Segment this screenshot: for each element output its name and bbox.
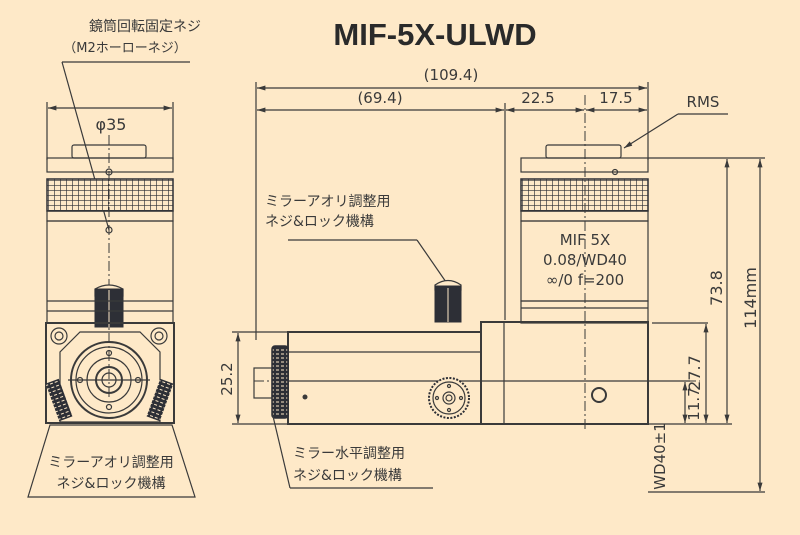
dim-total-height: 114mm [741,267,760,329]
wheel-hole [434,395,440,401]
corner-bolt [150,327,168,345]
pin-hole [302,394,308,400]
horizontal-callout-sublabel: ネジ&ロック機構 [293,468,402,484]
dim-right-width: 17.5 [599,89,632,107]
dim-working-distance: WD40±1 [651,422,669,490]
side-view: (109.4) (69.4) 22.5 17.5 RMS MIF 5X 0.08… [218,66,765,493]
corner-bolt-inner [54,331,64,341]
tilt-callout-label: ミラーアオリ調整用 [265,194,390,210]
objective-rms-thread [545,144,622,159]
mirror-block-front [45,322,175,424]
tilt-adjust-knob-right [146,378,174,422]
mount-hole [105,403,113,411]
diameter-label: φ35 [96,115,127,134]
product-title: MIF-5X-ULWD [333,17,536,52]
mirror-plate [59,331,161,423]
dim-11-7: 11.7 [685,387,703,420]
objective-lower-ring [46,210,174,222]
mount-hole [134,376,142,384]
tilt-adjust-knob-left [45,378,73,422]
dim-total-width: (109.4) [424,66,479,84]
leader-line [271,411,291,489]
dim-27-7: 27.7 [685,355,704,391]
mirror-block-side [480,321,649,425]
lock-wheel [428,377,470,419]
barrel-screw-sublabel: （M2ホーローネジ） [63,41,187,56]
dim-73-8: 73.8 [707,270,726,306]
lock-wheel-center [445,394,453,402]
screw-hole [611,168,619,176]
knob-shaft [253,367,273,399]
tilt-callout-label: ミラーアオリ調整用 [48,455,173,471]
lock-wheel-inner [432,381,466,415]
tilt-callout-sublabel: ネジ&ロック機構 [57,476,166,492]
corner-bolt [50,327,68,345]
front-view: 鏡筒回転固定ネジ （M2ホーローネジ） φ35 [27,18,201,498]
wheel-hole [458,395,464,401]
dim-block-height: 25.2 [218,362,236,395]
leader-line [416,239,447,283]
objective-knurl-ring [46,178,174,212]
callout-frame [27,424,196,498]
horizontal-adjust-knob [271,345,289,419]
side-hole [591,387,607,403]
objective-top-ring [46,157,174,173]
dim-body-width: (69.4) [357,89,402,107]
horizontal-callout-label: ミラー水平調整用 [293,446,405,462]
rms-label: RMS [687,93,720,111]
wheel-hole [446,407,452,413]
tilt-callout-sublabel: ネジ&ロック機構 [265,214,374,230]
mount-hole [105,349,113,357]
dim-mid-width: 22.5 [521,89,554,107]
leader-line [623,113,679,149]
barrel-screw-label: 鏡筒回転固定ネジ [89,18,201,35]
wheel-hole [446,383,452,389]
lock-wheel-hub [442,391,456,405]
corner-bolt-inner [154,331,164,341]
mount-hole [76,376,84,384]
